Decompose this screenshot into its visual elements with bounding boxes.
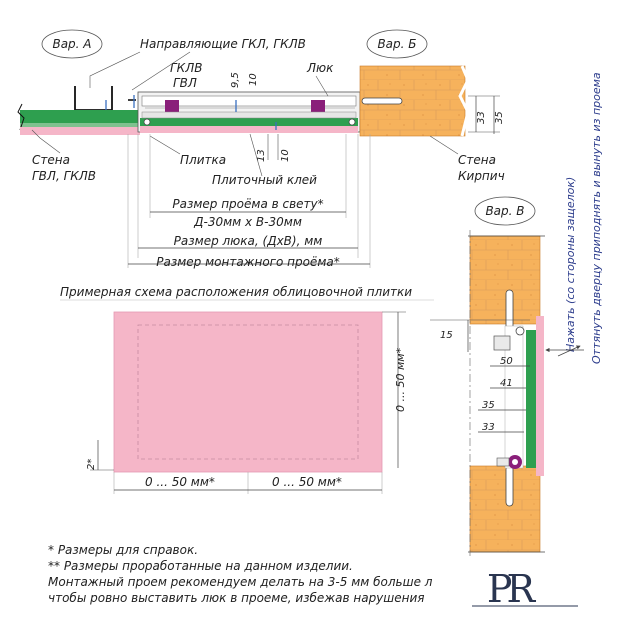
variant-a-bubble xyxy=(41,29,103,59)
dim-9-5-top: 9,5 xyxy=(230,72,241,88)
dim-35-b: 35 xyxy=(494,111,505,124)
range-bottom-left: 0 ... 50 мм* xyxy=(145,475,215,489)
press-label: Нажать (со стороны защелок) xyxy=(564,177,577,352)
pull-label: Оттянуть дверцу приподнять и вынуть из п… xyxy=(590,72,603,364)
tile-glue-label: Плиточный клей xyxy=(212,173,317,187)
hatch-door xyxy=(140,118,358,126)
note-3: Монтажный проем рекомендуем делать на 3-… xyxy=(48,575,433,589)
dim-50-v: 50 xyxy=(500,356,513,367)
note-1: * Размеры для справок. xyxy=(48,543,198,557)
brick-wall-v-top xyxy=(469,235,541,325)
gklv-label: ГКЛВ xyxy=(170,61,202,75)
dim-13-bottom: 13 xyxy=(256,149,267,162)
hatch-label: Люк xyxy=(306,61,334,75)
dim-33-b: 33 xyxy=(476,111,487,124)
opening-clear-2: Д-30мм х В-30мм xyxy=(193,215,302,229)
wall-a-board xyxy=(20,110,138,123)
wall-a-label-1: Стена xyxy=(32,153,70,167)
variant-a-label: Вар. А xyxy=(52,37,91,51)
dim-10-bottom: 10 xyxy=(280,149,291,162)
variant-b-label: Вар. Б xyxy=(377,37,416,51)
wall-a-label-2: ГВЛ, ГКЛВ xyxy=(32,169,96,183)
tile-area xyxy=(113,311,383,473)
pr-logo: PR xyxy=(487,567,537,611)
variant-v-bubble xyxy=(474,196,536,226)
brick-wall-v-bottom xyxy=(469,465,541,553)
opening-clear-1: Размер проёма в свету* xyxy=(172,197,323,211)
range-right: 0 ... 50 мм* xyxy=(394,347,407,412)
dim-35-v: 35 xyxy=(482,400,495,411)
dim-10-top: 10 xyxy=(248,73,259,86)
schema-title: Примерная схема расположения облицовочно… xyxy=(60,285,412,299)
dim-2: 2* xyxy=(86,459,97,470)
wall-b-label-1: Стена xyxy=(458,153,496,167)
gvl-label: ГВЛ xyxy=(173,76,197,90)
tile-strip-left xyxy=(20,127,140,135)
hatch-door-v xyxy=(526,330,536,468)
dim-41-v: 41 xyxy=(500,378,513,389)
variant-b-bubble xyxy=(366,29,428,59)
mount-opening: Размер монтажного проёма* xyxy=(156,255,339,269)
dim-33-v: 33 xyxy=(482,422,495,433)
wall-b-label-2: Кирпич xyxy=(458,169,505,183)
note-2: ** Размеры проработанные на данном издел… xyxy=(48,559,353,573)
note-4: чтобы ровно выставить люк в проеме, избе… xyxy=(48,591,425,605)
hatch-size: Размер люка, (ДхВ), мм xyxy=(174,234,323,248)
hatch-outline xyxy=(137,324,359,460)
dim-15-v: 15 xyxy=(440,330,453,341)
range-bottom-right: 0 ... 50 мм* xyxy=(272,475,342,489)
variant-v-label: Вар. В xyxy=(485,204,524,218)
guides-label: Направляющие ГКЛ, ГКЛВ xyxy=(140,37,306,51)
tile-label: Плитка xyxy=(180,153,226,167)
